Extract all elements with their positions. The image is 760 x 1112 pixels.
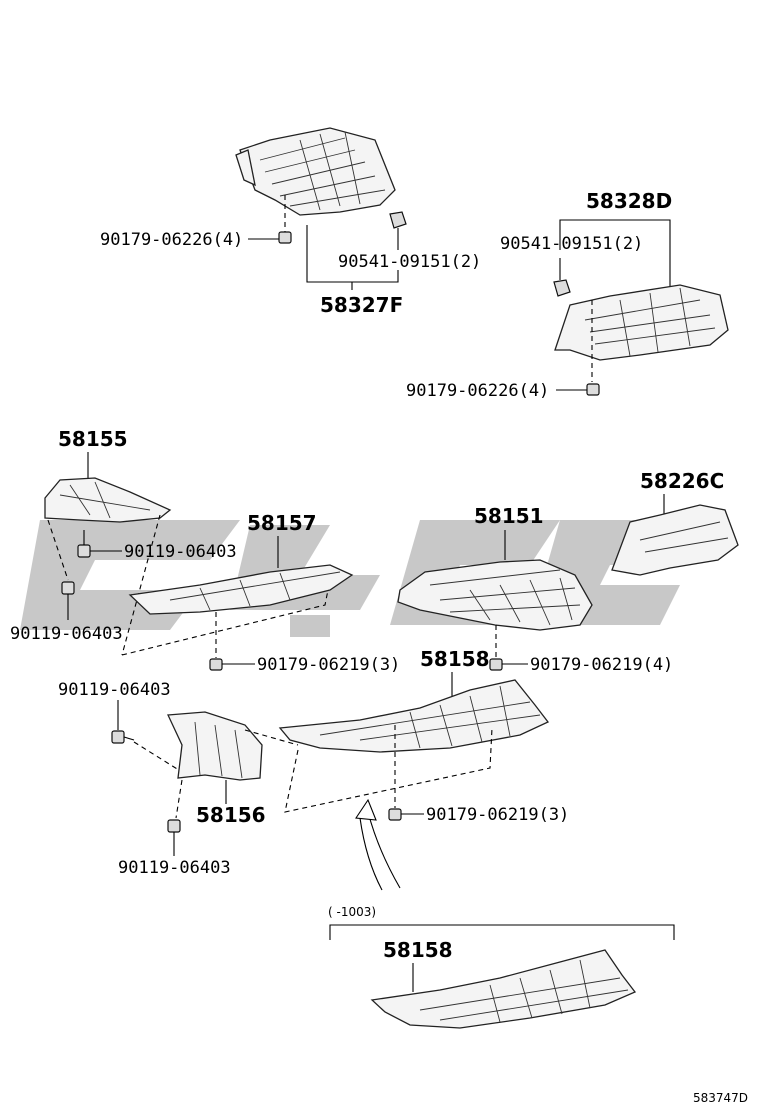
drawing-code: 583747D [693, 1091, 748, 1105]
part-58327F: 58327F [320, 293, 403, 317]
label-90179-06226-right: 90179-06226(4) [406, 381, 549, 401]
nut-90179-06226-right[interactable] [586, 383, 600, 396]
label-90541-09151-top: 90541-09151(2) [338, 252, 481, 272]
label-90179-06219-b: 90179-06219(4) [530, 655, 673, 675]
heat-insulator-58327F[interactable] [235, 127, 396, 216]
label-90541-09151-right: 90541-09151(2) [500, 234, 643, 254]
heat-insulator-58157[interactable] [128, 564, 354, 615]
part-58155: 58155 [58, 427, 128, 451]
leader-58156-bolt-d [175, 779, 183, 819]
nut-90179-06219-a[interactable] [209, 658, 223, 671]
variant-arrow [355, 798, 401, 891]
label-90119-06403-d: 90119-06403 [118, 858, 231, 878]
label-90179-06219-c: 90179-06219(3) [426, 805, 569, 825]
bolt-90119-06403-a[interactable] [77, 530, 91, 558]
leader-58155-bolt-b [47, 519, 69, 581]
leader-58156-bolt [133, 741, 183, 773]
bolt-90119-06403-c[interactable] [111, 730, 135, 744]
part-58158: 58158 [420, 647, 490, 671]
variant-date-note: ( -1003) [328, 905, 376, 919]
nut-90179-06219-c[interactable] [388, 808, 402, 821]
bolt-90119-06403-b[interactable] [61, 581, 75, 606]
bolt-90119-06403-d[interactable] [167, 819, 181, 833]
heat-insulator-58156[interactable] [167, 711, 263, 781]
watermark-logo [20, 520, 720, 637]
bracket-58328D [559, 219, 671, 290]
clip-90541-09151-top[interactable] [389, 211, 407, 229]
leader-58155-58157 [121, 514, 161, 656]
heat-insulator-58158-variant[interactable] [370, 949, 637, 1029]
leader-58158-bottom [284, 727, 493, 813]
part-58158-variant: 58158 [383, 938, 453, 962]
label-90119-06403-a: 90119-06403 [124, 542, 237, 562]
variant-bracket [329, 924, 675, 940]
leader-58156-58158 [244, 729, 299, 746]
heat-insulator-58158[interactable] [278, 679, 550, 753]
part-58157: 58157 [247, 511, 317, 535]
label-90179-06226-top: 90179-06226(4) [100, 230, 243, 250]
label-90119-06403-b: 90119-06403 [10, 624, 123, 644]
part-58226C: 58226C [640, 469, 724, 493]
part-58328D: 58328D [586, 189, 672, 213]
nut-90179-06226-top[interactable] [278, 231, 292, 244]
heat-insulator-58155[interactable] [44, 477, 172, 523]
heat-insulator-58328D[interactable] [554, 284, 729, 361]
leader-58157-nut [121, 589, 329, 656]
nut-90179-06219-b[interactable] [489, 658, 503, 671]
heat-insulator-58151[interactable] [397, 559, 593, 631]
part-58156: 58156 [196, 803, 266, 827]
bracket-58327F [306, 225, 399, 290]
heat-insulator-58226C[interactable] [611, 504, 739, 576]
clip-90541-09151-right[interactable] [553, 279, 571, 297]
label-90119-06403-c: 90119-06403 [58, 680, 171, 700]
label-90179-06219-a: 90179-06219(3) [257, 655, 400, 675]
part-58151: 58151 [474, 504, 544, 528]
